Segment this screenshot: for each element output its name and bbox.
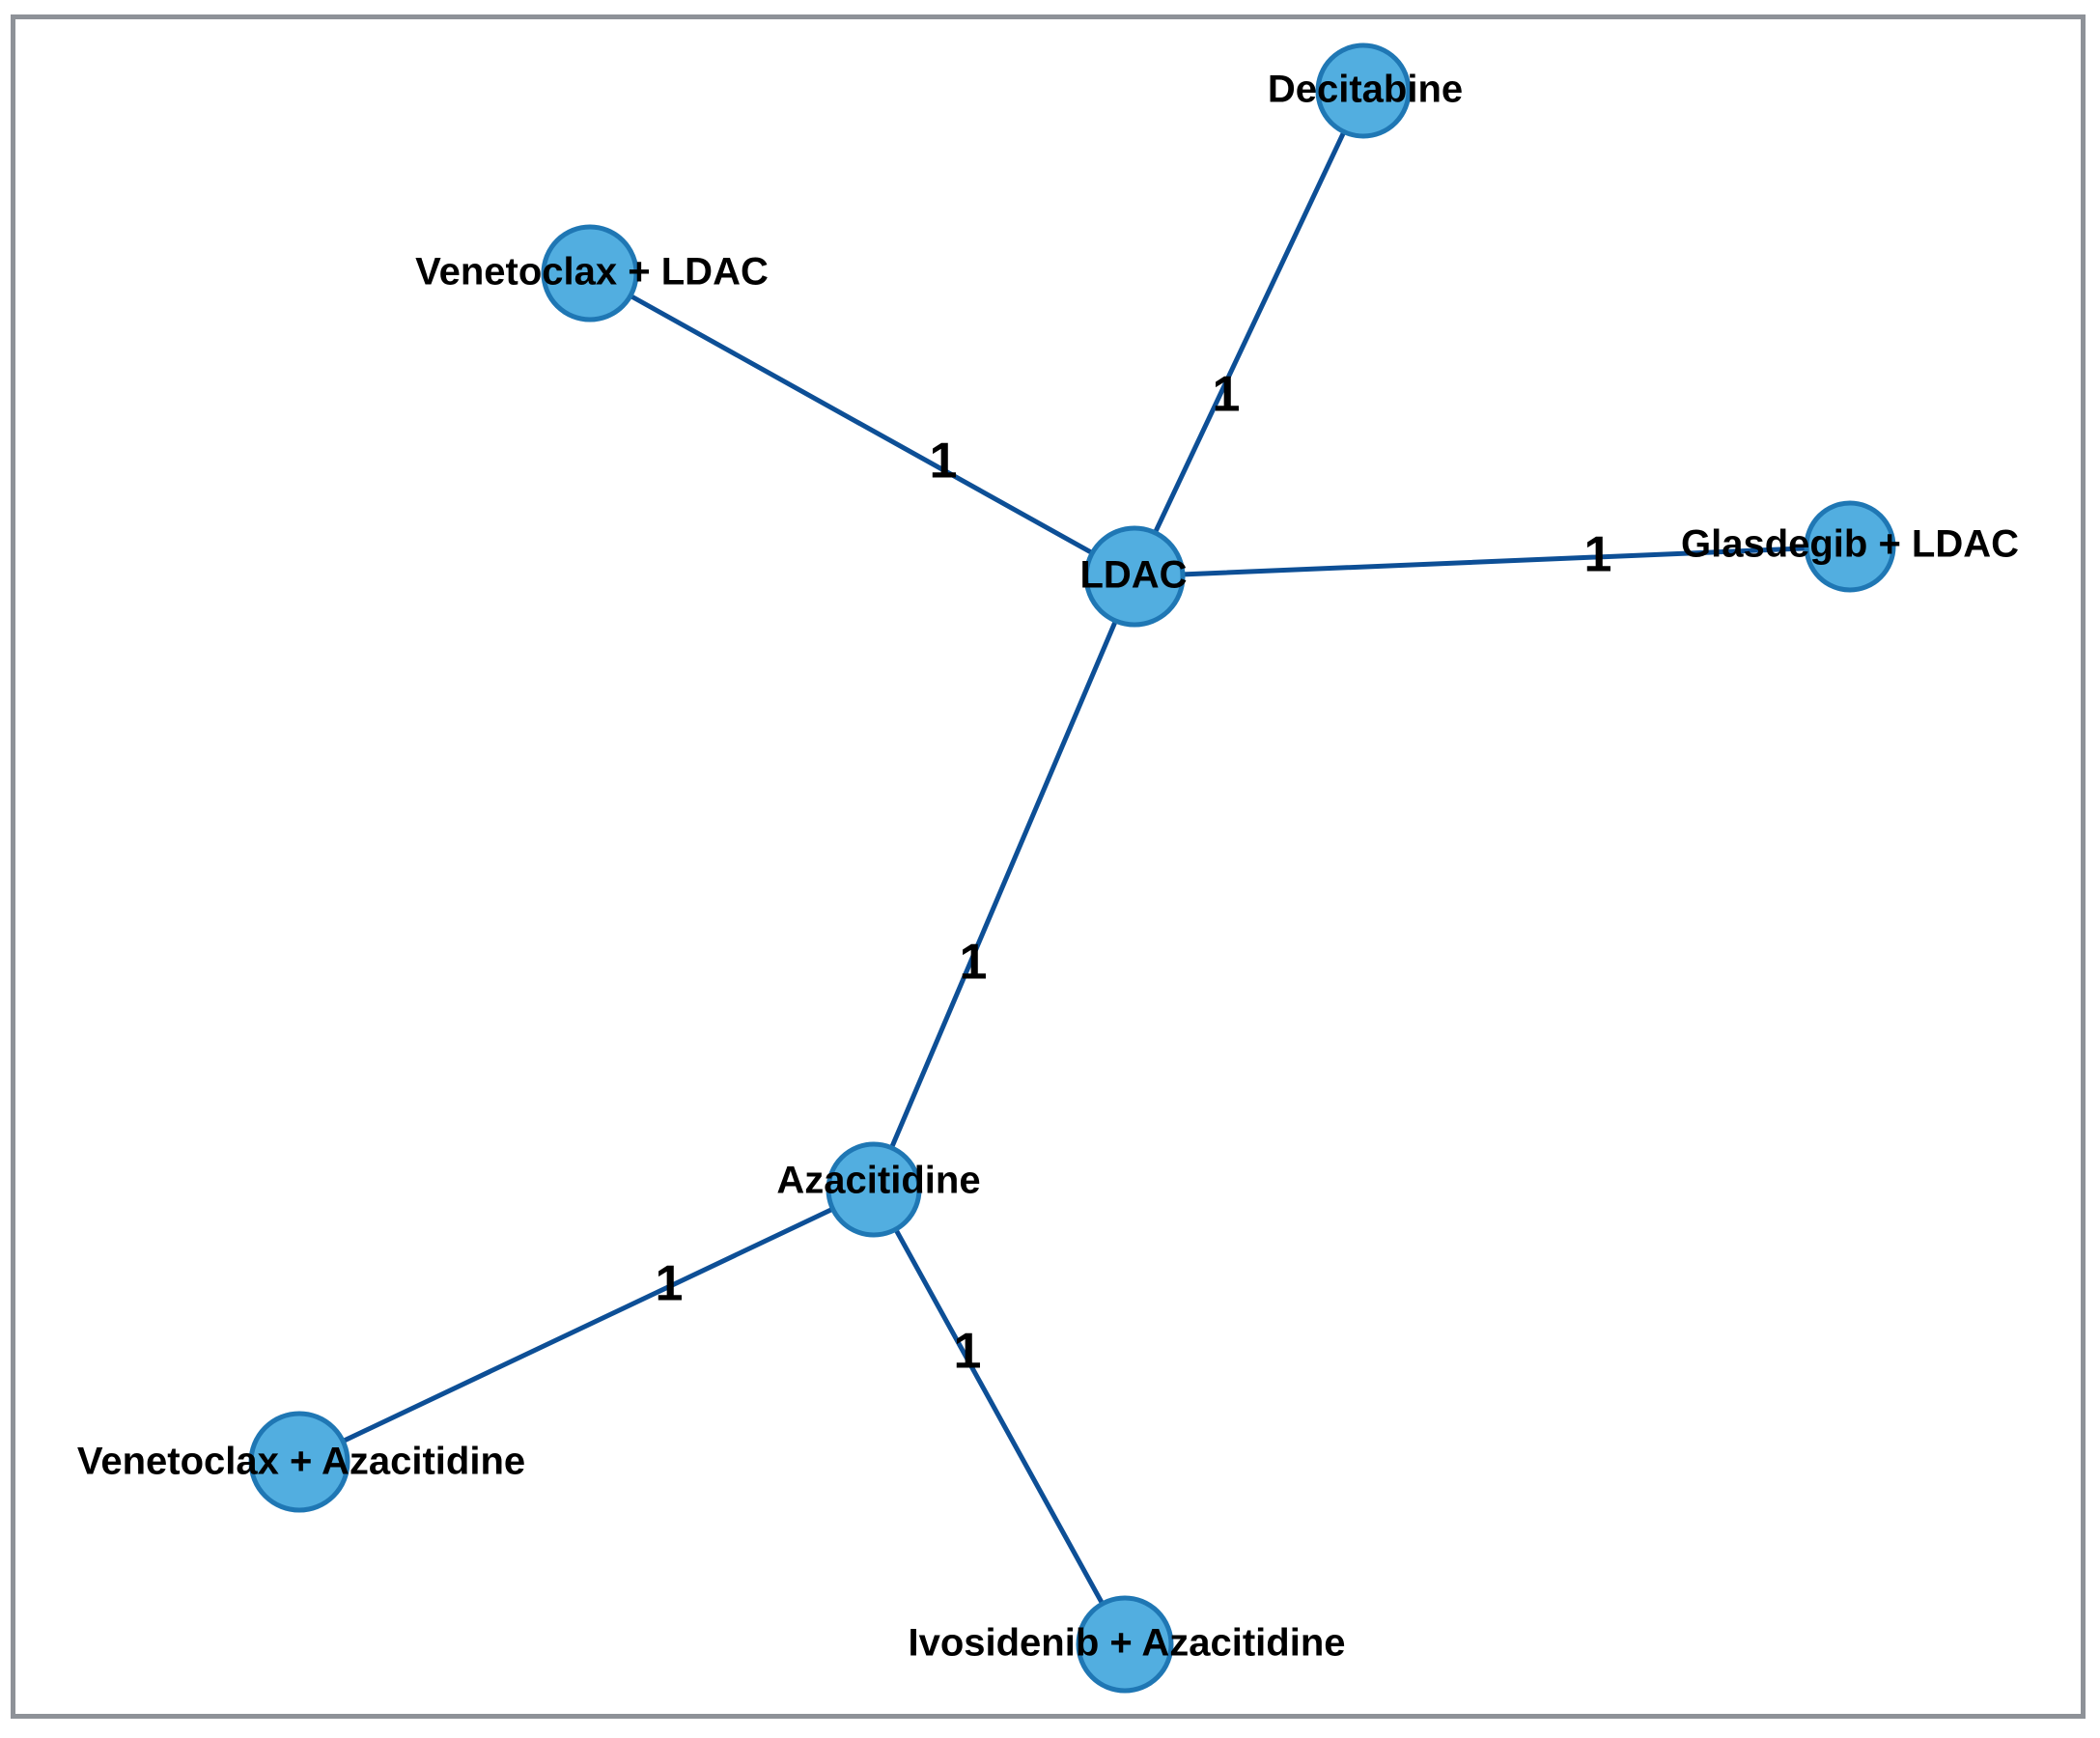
node-label-ldac: LDAC — [1079, 554, 1187, 597]
node-label-venetoclax-ldac: Venetoclax + LDAC — [415, 251, 769, 294]
node-label-venetoclax-azacitidine: Venetoclax + Azacitidine — [77, 1441, 525, 1483]
edges-layer — [338, 127, 1811, 1609]
node-label-azacitidine: Azacitidine — [776, 1160, 980, 1202]
edge-weight-label-ldac-glasdegib-ldac: 1 — [1584, 527, 1612, 583]
node-venetoclax-azacitidine[interactable] — [248, 1411, 350, 1513]
node-venetoclax-ldac[interactable] — [541, 224, 639, 322]
node-label-decitabine: Decitabine — [1268, 69, 1463, 111]
edge-weight-label-azacitidine-ivosidenib-azacitidine: 1 — [954, 1324, 982, 1380]
edge-labels-layer: 1 1 1 1 1 1 — [656, 367, 1612, 1380]
edge-ldac-to-decitabine — [1151, 127, 1348, 538]
nodes-layer — [248, 42, 1896, 1694]
edge-azacitidine-to-venetoclax-azacitidine — [338, 1205, 837, 1444]
node-glasdegib-ldac[interactable] — [1804, 500, 1896, 593]
edge-weight-label-ldac-azacitidine: 1 — [960, 935, 988, 991]
edge-weight-label-ldac-venetoclax-ldac: 1 — [930, 434, 958, 490]
edge-ldac-to-glasdegib-ldac — [1178, 546, 1811, 577]
edge-ldac-to-azacitidine — [888, 616, 1119, 1153]
edge-ldac-to-venetoclax-ldac — [626, 292, 1097, 557]
node-ldac[interactable] — [1083, 525, 1186, 628]
node-ivosidenib-azacitidine[interactable] — [1076, 1595, 1174, 1694]
node-label-ivosidenib-azacitidine: Ivosidenib + Azacitidine — [908, 1622, 1345, 1665]
edge-weight-label-azacitidine-venetoclax-azacitidine: 1 — [656, 1256, 684, 1312]
edge-weight-label-ldac-decitabine: 1 — [1213, 367, 1241, 423]
node-label-glasdegib-ldac: Glasdegib + LDAC — [1681, 523, 2019, 566]
edge-azacitidine-to-ivosidenib-azacitidine — [892, 1224, 1106, 1609]
node-decitabine[interactable] — [1315, 42, 1412, 139]
node-azacitidine[interactable] — [826, 1141, 922, 1238]
